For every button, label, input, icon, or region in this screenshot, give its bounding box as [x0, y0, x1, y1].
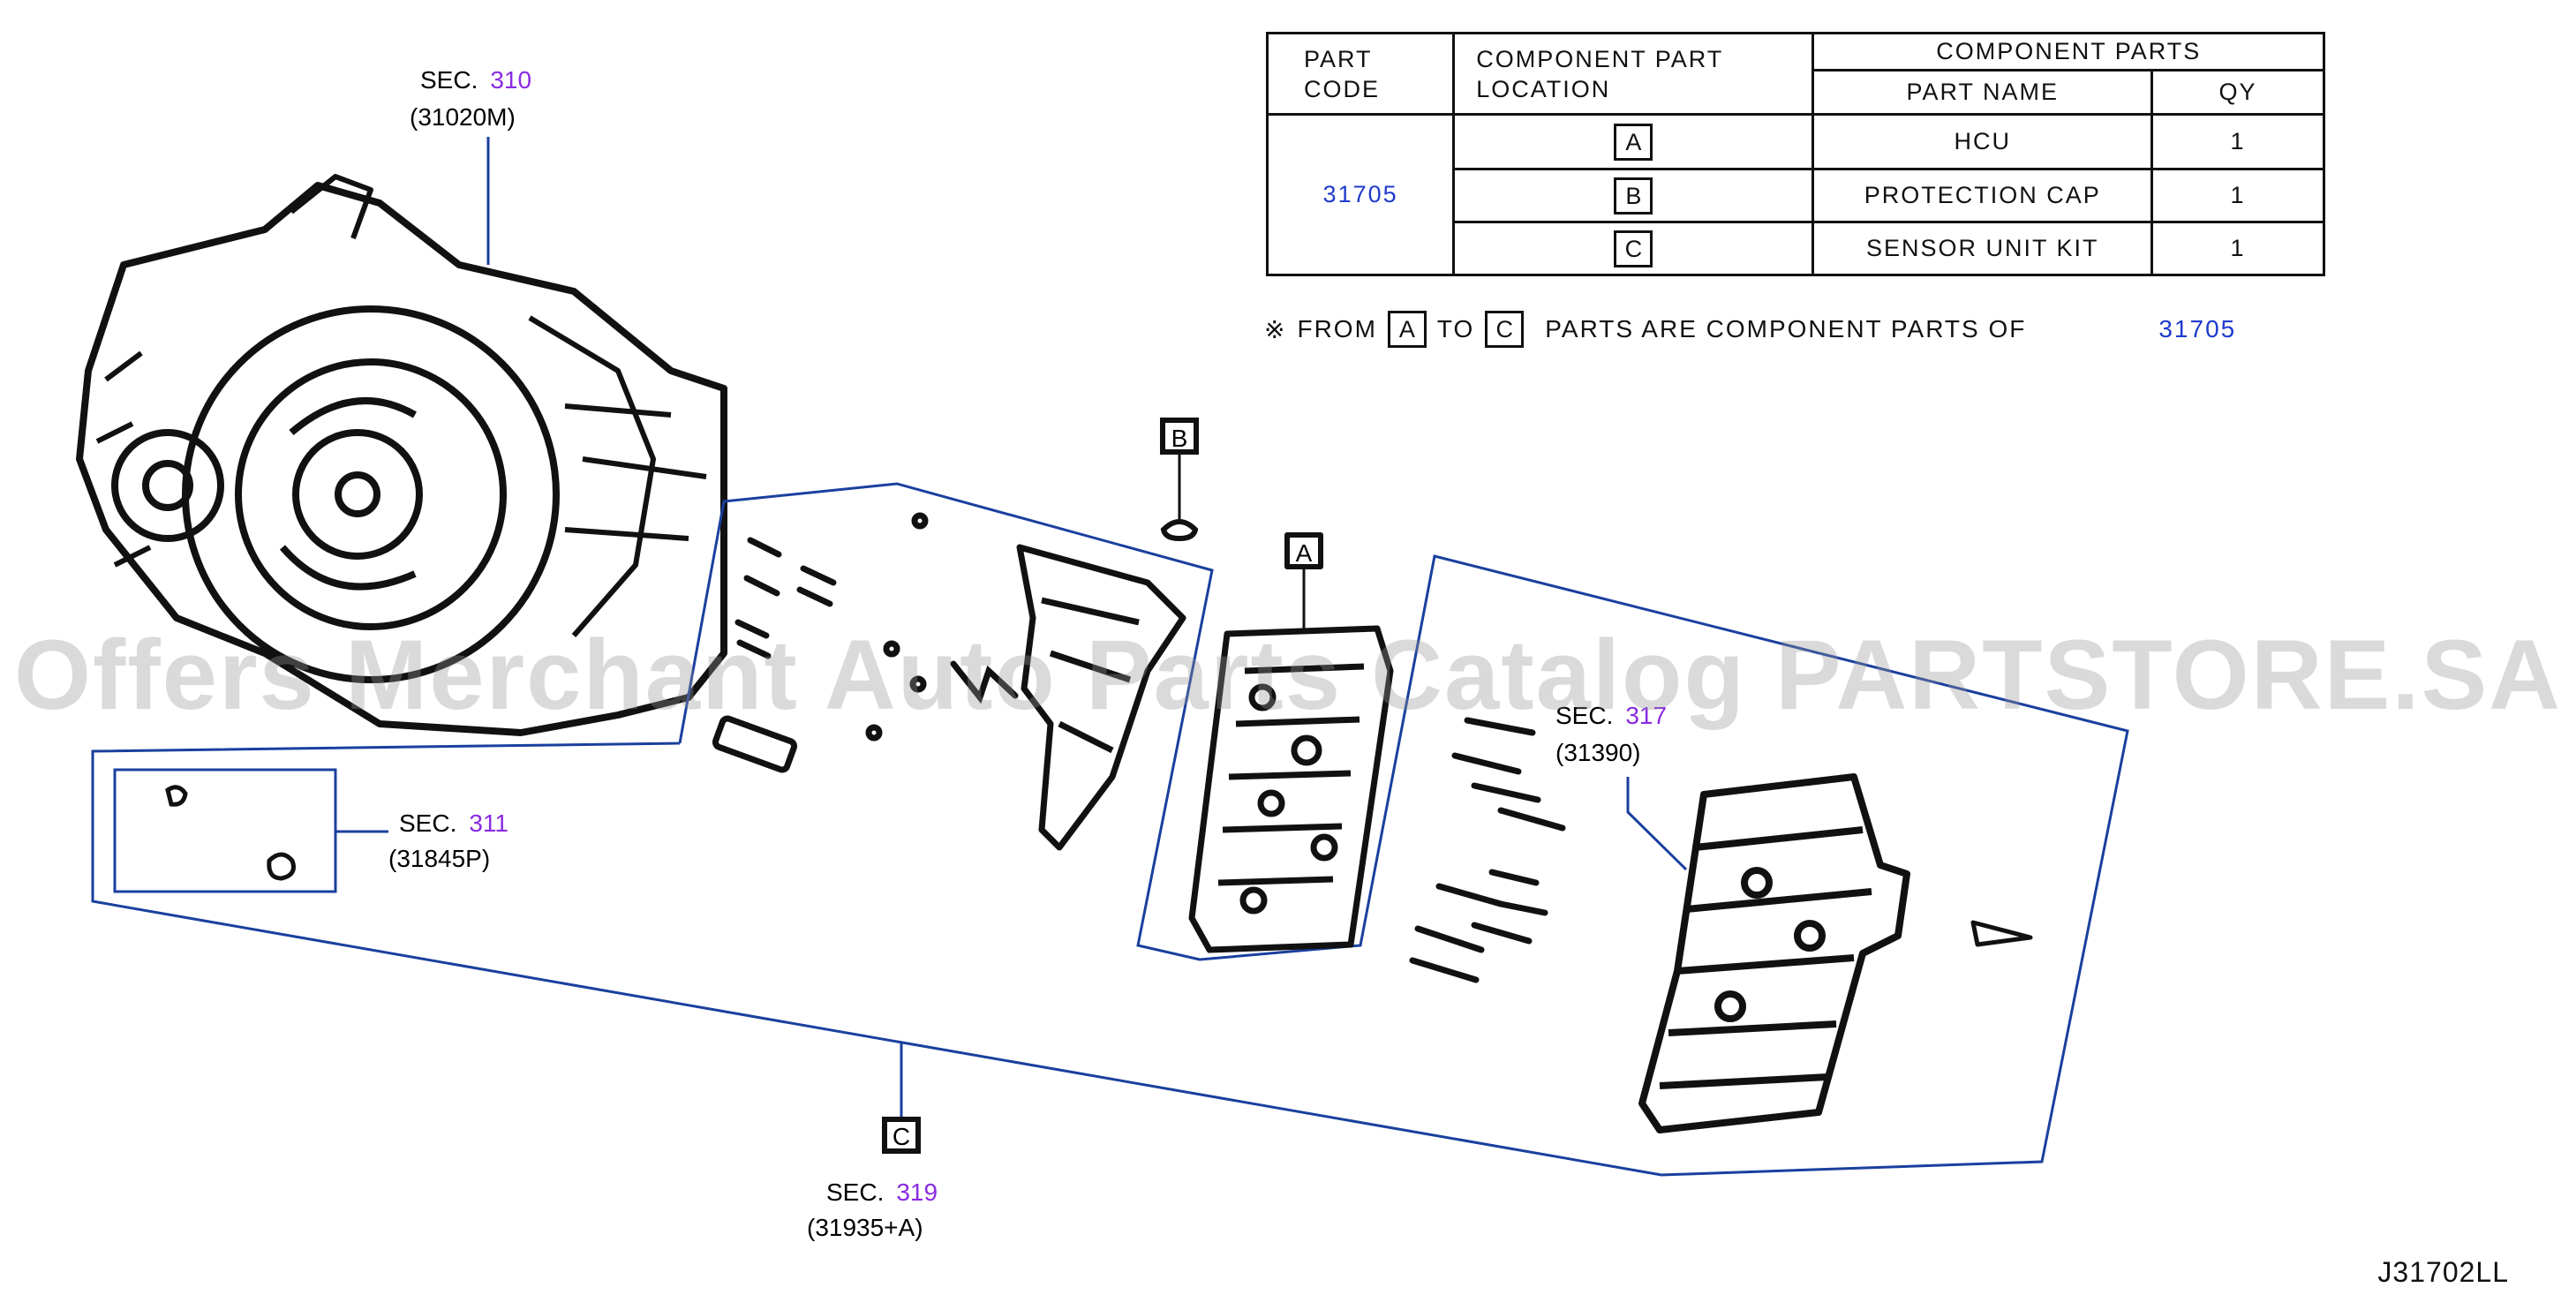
- sec319-code: (31935+A): [807, 1214, 923, 1241]
- part-name-protection-cap: PROTECTION CAP: [1811, 168, 2154, 223]
- callout-sec310[interactable]: SEC. 310 (31020M): [410, 66, 531, 131]
- header-component-parts: COMPONENT PARTS: [1811, 32, 2325, 72]
- callout-sec311[interactable]: SEC. 311 (31845P): [388, 809, 508, 872]
- note-end-letter: C: [1485, 311, 1525, 348]
- protection-cap-part-b[interactable]: [1160, 418, 1199, 542]
- location-cell-c: C: [1452, 221, 1815, 276]
- sec317-prefix: SEC.: [1555, 702, 1613, 729]
- sec311-number: 311: [469, 809, 508, 837]
- sec311-code: (31845P): [388, 845, 490, 872]
- hcu-part-a[interactable]: [1188, 532, 1394, 953]
- sec311-inset-box[interactable]: [113, 768, 337, 893]
- location-cell-b: B: [1452, 168, 1815, 223]
- qty-sensor-unit-kit: 1: [2150, 221, 2325, 276]
- leader-sec317: [1626, 777, 1688, 871]
- sec319-number: 319: [896, 1178, 938, 1206]
- callout-b-label: B: [1171, 425, 1188, 452]
- location-cell-a: A: [1452, 113, 1815, 170]
- header-qty: QY: [2150, 69, 2325, 116]
- bolt-set[interactable]: [1409, 717, 1566, 983]
- note-part-code-link[interactable]: 31705: [2158, 315, 2237, 343]
- note-symbol: ※: [1264, 315, 1287, 343]
- sec310-prefix: SEC.: [420, 66, 478, 94]
- part-name-sensor-unit-kit: SENSOR UNIT KIT: [1811, 221, 2154, 276]
- callout-c-box[interactable]: [882, 1117, 921, 1154]
- component-note: ※ FROM A TO C PARTS ARE COMPONENT PARTS …: [1264, 311, 2236, 348]
- part-code-link[interactable]: 31705: [1322, 181, 1398, 207]
- control-valve-body[interactable]: [1638, 773, 2033, 1133]
- sec310-code: (31020M): [410, 103, 516, 131]
- header-part-name: PART NAME: [1811, 69, 2154, 116]
- qty-protection-cap: 1: [2150, 168, 2325, 223]
- callout-a-label: A: [1296, 539, 1313, 567]
- location-letter-b: B: [1614, 177, 1653, 215]
- svg-text:SEC.311: SEC. 311: [399, 809, 508, 837]
- solenoid-parts[interactable]: [712, 512, 1019, 773]
- note-to: TO: [1436, 315, 1475, 343]
- sec311-prefix: SEC.: [399, 809, 456, 837]
- transmission-assembly[interactable]: [76, 174, 727, 736]
- gasket-clip-icons: [165, 785, 296, 881]
- note-text: PARTS ARE COMPONENT PARTS OF: [1545, 315, 2027, 343]
- sec317-code: (31390): [1555, 739, 1641, 766]
- part-code-cell[interactable]: 31705: [1265, 113, 1456, 276]
- outline-left-group: [91, 482, 2129, 1177]
- sec319-prefix: SEC.: [826, 1178, 884, 1206]
- separator-plate[interactable]: [1016, 544, 1186, 851]
- part-name-hcu: HCU: [1811, 113, 2154, 170]
- note-start-letter: A: [1387, 311, 1427, 348]
- callout-c-label: C: [893, 1123, 910, 1150]
- note-from: FROM: [1297, 315, 1377, 343]
- svg-text:SEC.319: SEC. 319: [826, 1178, 938, 1206]
- callout-sec317[interactable]: SEC. 317 (31390): [1555, 702, 1667, 766]
- location-letter-a: A: [1614, 123, 1653, 161]
- qty-hcu: 1: [2150, 113, 2325, 170]
- svg-text:SEC.310: SEC. 310: [420, 66, 531, 94]
- sec310-number: 310: [490, 66, 531, 94]
- callout-sec319[interactable]: SEC. 319 (31935+A): [807, 1178, 938, 1241]
- figure-code: J31702LL: [2377, 1256, 2509, 1288]
- location-letter-c: C: [1614, 230, 1653, 267]
- sec317-number: 317: [1625, 702, 1667, 729]
- svg-text:SEC.317: SEC. 317: [1555, 702, 1667, 729]
